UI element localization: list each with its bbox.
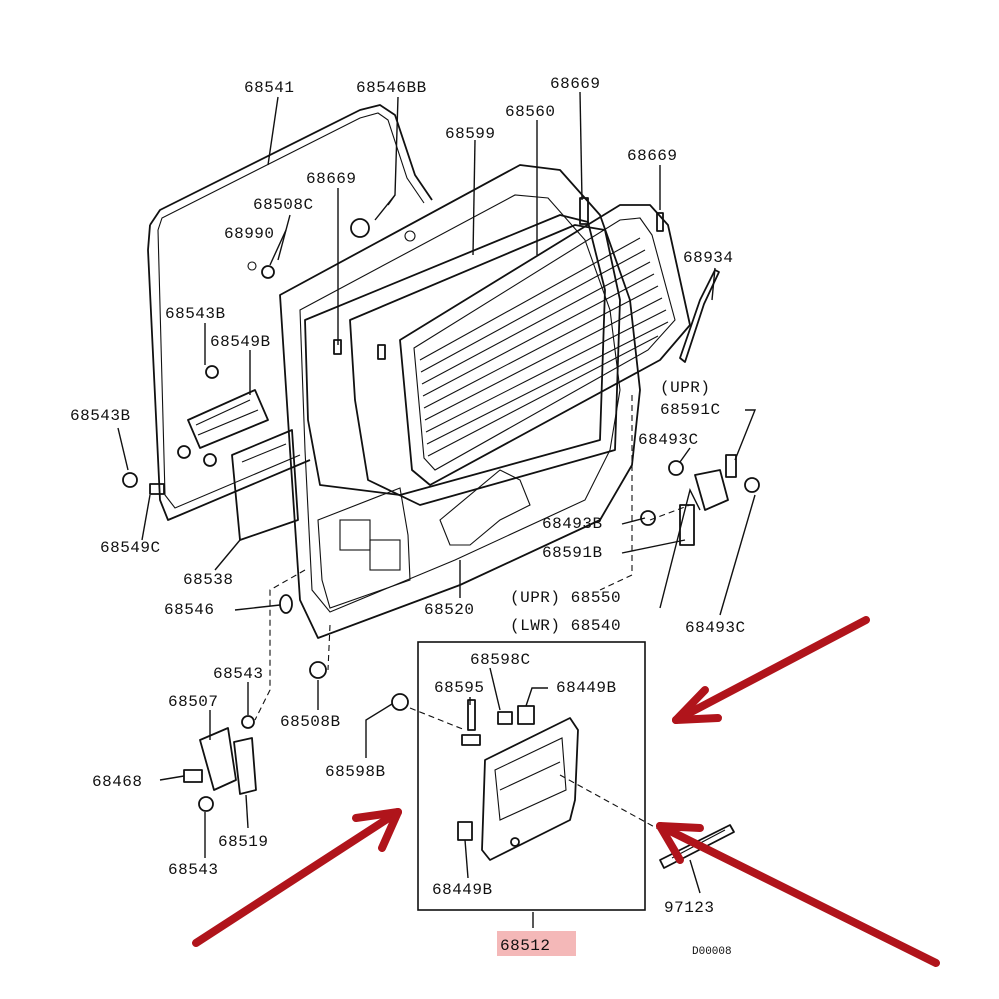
label-68449B-upper: 68449B	[556, 679, 617, 697]
label-68669-right: 68669	[627, 147, 678, 165]
label-68598B: 68598B	[325, 763, 386, 781]
part-highlight	[497, 931, 576, 956]
grommet-68598B	[391, 693, 409, 711]
handle-assembly-box	[417, 641, 646, 911]
label-68591C: 68591C	[660, 401, 721, 419]
trim-panel-68538	[231, 429, 299, 541]
label-68543-upper: 68543	[213, 665, 264, 683]
lower-hinge-parts	[183, 715, 257, 812]
leader-lines	[117, 91, 757, 928]
glass-68669	[399, 204, 691, 486]
label-68560: 68560	[505, 103, 556, 121]
hinge-68549B	[177, 365, 269, 467]
label-68591B: 68591B	[542, 544, 603, 562]
clip-68449B-upper	[517, 705, 535, 725]
label-68493C-lower: 68493C	[685, 619, 746, 637]
label-68543B-upper: 68543B	[165, 305, 226, 323]
clip-68669-d	[656, 212, 664, 232]
label-68538: 68538	[183, 571, 234, 589]
frame-68560	[349, 224, 621, 506]
pad-68468	[183, 769, 203, 783]
label-upr-68550: (UPR) 68550	[510, 589, 621, 607]
label-68512: 68512	[500, 937, 551, 955]
label-lwr-68540: (LWR) 68540	[510, 617, 621, 635]
label-68598C: 68598C	[470, 651, 531, 669]
part-labels: 68541 68546BB 68669 68560 68599 68669 68…	[70, 75, 746, 958]
hinge-68507	[199, 727, 237, 791]
clip-68549C	[149, 483, 165, 495]
label-68493B: 68493B	[542, 515, 603, 533]
label-68669-top: 68669	[550, 75, 601, 93]
guide-lines	[254, 395, 691, 831]
label-68468: 68468	[92, 773, 143, 791]
clip-68669-c	[579, 197, 589, 225]
label-68507: 68507	[168, 693, 219, 711]
plug-68508B	[309, 661, 327, 679]
reference-code: D00008	[692, 946, 732, 958]
annotation-arrows	[192, 616, 940, 967]
label-68599: 68599	[445, 125, 496, 143]
label-68543B-left: 68543B	[70, 407, 131, 425]
latch-assembly	[640, 454, 760, 546]
label-68508C: 68508C	[253, 196, 314, 214]
bolt-68543B-left	[122, 472, 138, 488]
weatherstrip-68541	[147, 104, 433, 521]
label-68595: 68595	[434, 679, 485, 697]
label-68543-lower: 68543	[168, 861, 219, 879]
label-upr: (UPR)	[660, 379, 711, 397]
ring-68990	[247, 261, 257, 271]
label-68669-left: 68669	[306, 170, 357, 188]
label-68546BB: 68546BB	[356, 79, 427, 97]
handle-68512	[391, 693, 579, 861]
hinge-68519	[233, 737, 257, 795]
seal-97123	[659, 824, 735, 869]
label-68549B: 68549B	[210, 333, 271, 351]
label-68549C: 68549C	[100, 539, 161, 557]
plug-68546	[279, 594, 293, 614]
plug-68546BB	[350, 218, 370, 238]
label-97123: 97123	[664, 899, 715, 917]
label-68541: 68541	[244, 79, 295, 97]
label-68508B: 68508B	[280, 713, 341, 731]
defroster-lines	[419, 237, 669, 457]
frame-68599	[304, 214, 606, 496]
bracket-68591C	[725, 454, 737, 478]
bracket-68591B	[679, 504, 695, 546]
red-arrow-upper-right	[672, 616, 870, 724]
trim-panel-line	[241, 443, 287, 463]
label-68493C-upper: 68493C	[638, 431, 699, 449]
label-68520: 68520	[424, 601, 475, 619]
label-68449B-lower: 68449B	[432, 881, 493, 899]
label-68934: 68934	[683, 249, 734, 267]
red-arrow-lower-right	[656, 822, 940, 967]
nut-68508C	[261, 265, 275, 279]
red-arrow-lower-left	[192, 808, 402, 947]
label-68990: 68990	[224, 225, 275, 243]
label-68519: 68519	[218, 833, 269, 851]
clip-68669-b	[377, 344, 386, 360]
label-68546: 68546	[164, 601, 215, 619]
clip-68449B-lower	[457, 821, 473, 841]
clip-68598C	[497, 711, 513, 725]
screw-68595	[467, 699, 476, 731]
